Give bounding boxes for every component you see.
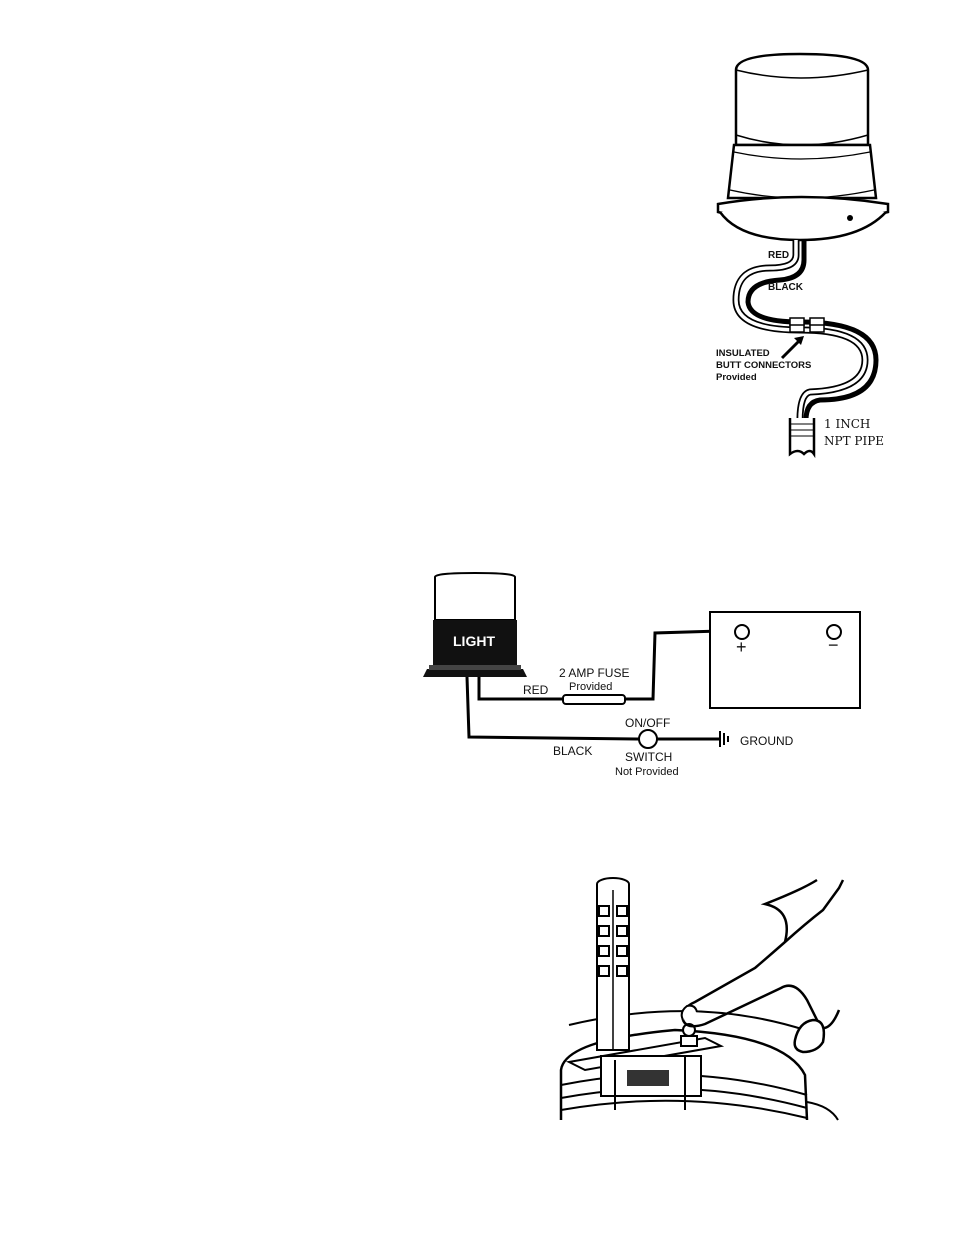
- ground-symbol: [720, 731, 728, 747]
- light-unit: [423, 573, 527, 677]
- hand-pressing-button: [682, 880, 843, 1052]
- pipe-label-line1: 1 INCH: [824, 417, 870, 431]
- led-board-button-figure: [555, 870, 845, 1125]
- fig1-black-label: BLACK: [768, 282, 804, 293]
- fuse-provided: Provided: [569, 681, 612, 693]
- circuit-board: [569, 1038, 721, 1110]
- connectors-label-line3: Provided: [716, 372, 757, 383]
- switch-on-off-label: ON/OFF: [625, 716, 670, 730]
- red-label: RED: [523, 683, 549, 697]
- pipe-label-line2: NPT PIPE: [824, 434, 884, 448]
- wire-pair: [736, 240, 876, 420]
- switch-not-provided: Not Provided: [615, 766, 679, 778]
- negative-sign: −: [828, 635, 839, 655]
- light-label: LIGHT: [453, 633, 495, 649]
- connector-pointer-arrow: [782, 340, 800, 358]
- fig1-red-label: RED: [768, 250, 789, 261]
- beacon-mounting-figure: RED BLACK INSULATED BUTT CONNECTORS Prov…: [700, 40, 900, 470]
- connectors-label-line2: BUTT CONNECTORS: [716, 360, 811, 371]
- wiring-diagram: LIGHT + − 2 AMP FUSE Provided RED BLACK …: [415, 565, 875, 785]
- fuse-label: 2 AMP FUSE: [559, 666, 629, 680]
- fuse: [563, 695, 625, 704]
- ground-label: GROUND: [740, 734, 794, 748]
- on-off-switch: [639, 730, 657, 748]
- battery: [710, 612, 860, 708]
- black-label: BLACK: [553, 744, 592, 758]
- switch-label: SWITCH: [625, 750, 672, 764]
- connectors-label-line1: INSULATED: [716, 348, 770, 359]
- npt-pipe: [790, 418, 814, 454]
- beacon-light-illustration: [718, 54, 888, 240]
- led-tower: [597, 878, 629, 1050]
- positive-sign: +: [736, 637, 747, 657]
